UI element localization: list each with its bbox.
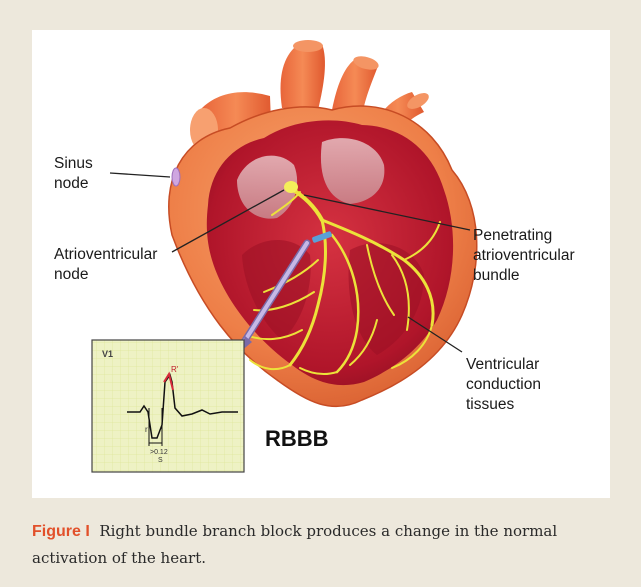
rbbb-badge: RBBB	[265, 426, 329, 452]
ecg-panel: V1 R' r S >0.12	[92, 340, 244, 472]
caption-text: Right bundle branch block produces a cha…	[32, 522, 557, 567]
figure-panel: V1 R' r S >0.12 Sinus node Atrioventricu…	[32, 30, 610, 498]
ecg-r-prime-label: R'	[171, 365, 179, 374]
label-penetrating-bundle: Penetrating atrioventricular bundle	[473, 226, 575, 286]
av-node	[284, 181, 298, 193]
ecg-r-label: r	[145, 425, 148, 434]
label-ventricular-tissues: Ventricular conduction tissues	[466, 355, 541, 415]
label-sinus-node: Sinus node	[54, 154, 93, 194]
figure-label: Figure I	[32, 523, 90, 540]
label-av-node: Atrioventricular node	[54, 245, 157, 285]
ecg-lead-label: V1	[102, 349, 113, 359]
ecg-duration-label: >0.12	[150, 449, 168, 456]
sinus-node	[172, 168, 180, 186]
figure-caption: Figure I Right bundle branch block produ…	[32, 518, 610, 572]
ecg-s-label: S	[158, 457, 163, 464]
